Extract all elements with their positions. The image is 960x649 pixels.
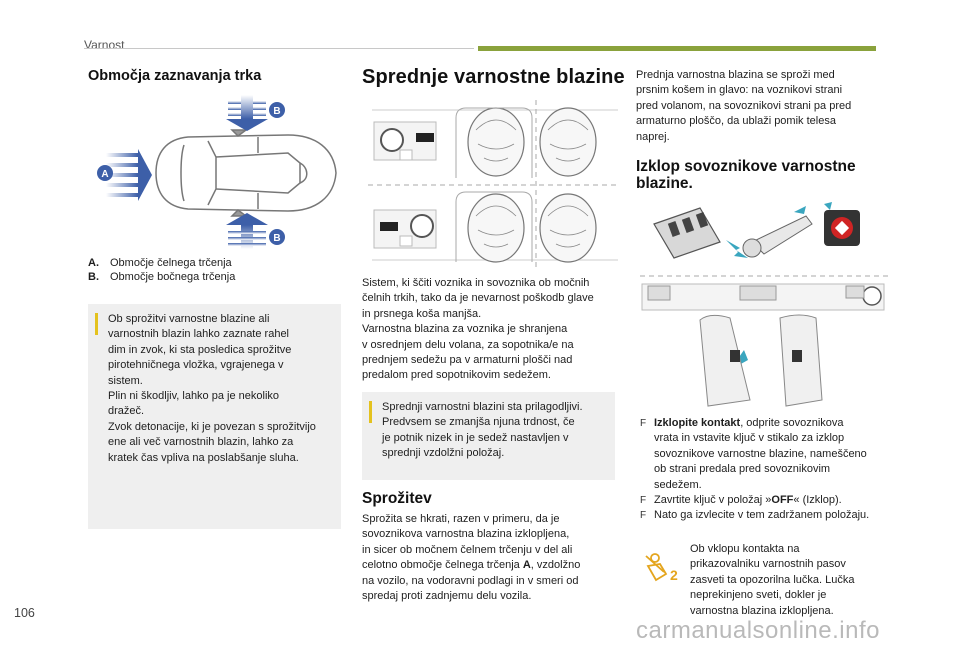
airbag-switch <box>824 210 860 246</box>
passenger-airbag-key-diagram <box>640 202 890 407</box>
note-marker <box>369 401 372 423</box>
car-top-view-diagram: A B B <box>97 95 337 249</box>
note-marker <box>95 313 98 335</box>
side-impact-arrows-top <box>226 95 268 131</box>
svg-text:2: 2 <box>670 567 678 583</box>
zone-b-bottom-label: B <box>273 233 280 244</box>
airbag-off-warning-icon: 2 <box>645 553 678 583</box>
car-outline <box>155 129 337 217</box>
detonation-note-box: Ob sprožitvi varnostne blazine ali varno… <box>88 304 341 529</box>
deployment-body: Sprožita se hkrati, razen v primeru, da … <box>362 513 581 603</box>
page-number: 106 <box>14 606 35 620</box>
header-divider <box>84 48 474 49</box>
side-impact-arrows-bottom <box>226 213 268 249</box>
airbag-off-warning-text: Ob vklopu kontakta na prikazovalniku var… <box>690 543 855 617</box>
adaptive-airbags-note-text: Sprednji varnostni blazini sta prilagodl… <box>382 401 583 460</box>
zone-b-bottom-marker <box>269 229 285 245</box>
zone-a-label: A <box>101 169 108 180</box>
section-header: Varnost <box>84 38 125 52</box>
deployment-title: Sprožitev <box>362 490 432 507</box>
step-item: F Zavrtite ključ v položaj »OFF« (Izklop… <box>640 494 842 507</box>
frontal-impact-arrows <box>106 149 152 201</box>
zone-a-marker <box>97 165 113 181</box>
front-airbags-diagram <box>368 100 618 270</box>
step-item: F Izklopite kontakt, odprite sovoznikova… <box>640 417 867 491</box>
legend-item: B.Območje bočnega trčenja <box>88 271 236 283</box>
watermark: carmanualsonline.info <box>636 617 880 644</box>
front-airbags-body: Sistem, ki ščiti voznika in sovoznika ob… <box>362 277 594 382</box>
airbag-intro-text: Prednja varnostna blazina se sproži med … <box>636 69 852 143</box>
zone-b-top-label: B <box>273 106 280 117</box>
passenger-wheel-bottom <box>373 209 437 249</box>
front-airbags-title: Sprednje varnostne blazine <box>362 66 625 88</box>
detection-zones-title: Območja zaznavanja trka <box>88 68 262 84</box>
detonation-note-text: Ob sprožitvi varnostne blazine ali varno… <box>108 313 316 464</box>
passenger-airbag-off-title: Izklop sovoznikove varnostne blazine. <box>636 158 856 192</box>
key-blade <box>742 215 813 258</box>
header-accent-bar <box>478 46 876 51</box>
passenger-airbag-steps: F Izklopite kontakt, odprite sovoznikova… <box>640 416 890 524</box>
zones-legend: A.Območje čelnega trčenja B.Območje bočn… <box>88 256 235 284</box>
step-item: F Nato ga izvlecite v tem zadržanem polo… <box>640 509 870 522</box>
adaptive-airbags-note-box: Sprednji varnostni blazini sta prilagodl… <box>362 392 615 480</box>
driver-wheel-top <box>373 121 437 161</box>
legend-item: A.Območje čelnega trčenja <box>88 257 232 269</box>
key-fob <box>653 207 721 259</box>
zone-b-top-marker <box>269 102 285 118</box>
